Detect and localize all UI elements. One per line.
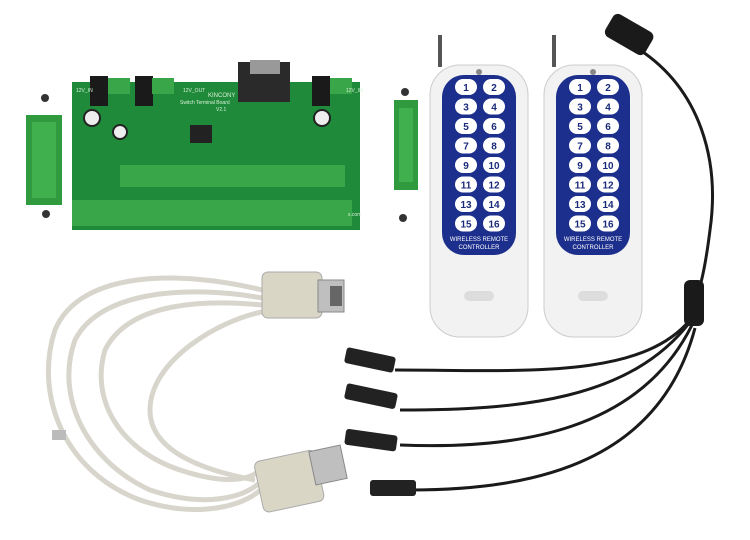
screw bbox=[399, 214, 407, 222]
db9-connector-bottom bbox=[254, 444, 348, 513]
remote-key-8[interactable]: 8 bbox=[483, 137, 505, 154]
remote-label-line2: CONTROLLER bbox=[572, 245, 614, 251]
key-label: 1 bbox=[463, 83, 469, 94]
remote-key-14[interactable]: 14 bbox=[597, 196, 619, 212]
remote-key-1[interactable]: 1 bbox=[455, 79, 477, 95]
remote-key-14[interactable]: 14 bbox=[483, 196, 505, 212]
remote-key-9[interactable]: 9 bbox=[569, 157, 591, 173]
remote-key-4[interactable]: 4 bbox=[483, 98, 505, 115]
remote-key-2[interactable]: 2 bbox=[483, 79, 505, 95]
remote-label-line2: CONTROLLER bbox=[458, 245, 500, 251]
remote-key-16[interactable]: 16 bbox=[597, 215, 619, 232]
remote-key-4[interactable]: 4 bbox=[597, 98, 619, 115]
din-rail-clip-right bbox=[394, 100, 418, 190]
key-label: 12 bbox=[488, 181, 500, 192]
key-label: 5 bbox=[463, 122, 469, 133]
remote-key-2[interactable]: 2 bbox=[597, 79, 619, 95]
splitter-junction bbox=[684, 280, 704, 326]
key-label: 1 bbox=[577, 83, 583, 94]
remote-key-10[interactable]: 10 bbox=[597, 157, 619, 173]
key-label: 11 bbox=[575, 181, 586, 192]
remote-key-11[interactable]: 11 bbox=[569, 176, 591, 193]
remote-key-15[interactable]: 15 bbox=[455, 215, 477, 232]
key-label: 16 bbox=[488, 220, 500, 231]
key-label: 15 bbox=[460, 220, 472, 231]
key-label: 2 bbox=[605, 83, 611, 94]
remote-key-16[interactable]: 16 bbox=[483, 215, 505, 232]
screw bbox=[41, 94, 49, 102]
board-label-12v-in-right: 12V_IN bbox=[346, 88, 363, 94]
remote-key-6[interactable]: 6 bbox=[597, 118, 619, 134]
remote-key-15[interactable]: 15 bbox=[569, 215, 591, 232]
led-indicator bbox=[590, 69, 596, 75]
key-label: 5 bbox=[577, 122, 583, 133]
remote-key-7[interactable]: 7 bbox=[455, 137, 477, 154]
board-brand: KINCONY bbox=[208, 93, 235, 99]
remote-key-5[interactable]: 5 bbox=[455, 118, 477, 134]
key-label: 6 bbox=[605, 122, 611, 133]
key-label: 9 bbox=[463, 161, 469, 172]
remote-key-12[interactable]: 12 bbox=[483, 176, 505, 193]
key-label: 12 bbox=[602, 181, 614, 192]
remote-label-line1: WIRELESS REMOTE bbox=[450, 237, 508, 243]
remote-key-6[interactable]: 6 bbox=[483, 118, 505, 134]
key-label: 10 bbox=[488, 161, 500, 172]
key-label: 13 bbox=[460, 200, 472, 211]
remote-label-line1: WIRELESS REMOTE bbox=[564, 237, 622, 243]
key-label: 15 bbox=[574, 220, 586, 231]
remote-key-13[interactable]: 13 bbox=[569, 196, 591, 212]
board-url: x.com bbox=[348, 212, 361, 218]
remote-key-13[interactable]: 13 bbox=[455, 196, 477, 212]
key-label: 8 bbox=[491, 142, 497, 153]
key-label: 16 bbox=[602, 220, 614, 231]
remote-key-3[interactable]: 3 bbox=[455, 98, 477, 115]
key-label: 14 bbox=[602, 200, 614, 211]
remote-key-11[interactable]: 11 bbox=[455, 176, 477, 193]
remote-key-12[interactable]: 12 bbox=[597, 176, 619, 193]
cable-tie bbox=[52, 430, 66, 440]
remote-key-8[interactable]: 8 bbox=[597, 137, 619, 154]
board-version: V2.1 bbox=[216, 107, 227, 113]
board-name: Switch Terminal Board bbox=[180, 100, 230, 106]
key-label: 3 bbox=[463, 103, 469, 114]
key-label: 14 bbox=[488, 200, 500, 211]
remote-key-3[interactable]: 3 bbox=[569, 98, 591, 115]
key-label: 2 bbox=[491, 83, 497, 94]
key-label: 7 bbox=[577, 142, 583, 153]
antenna bbox=[438, 35, 442, 67]
remote-key-1[interactable]: 1 bbox=[569, 79, 591, 95]
din-rail-clip-left bbox=[26, 115, 62, 205]
serial-cable bbox=[46, 275, 267, 512]
db9-connector-top bbox=[261, 271, 345, 319]
remote-key-5[interactable]: 5 bbox=[569, 118, 591, 134]
key-label: 10 bbox=[602, 161, 614, 172]
board-label-12v-out: 12V_OUT bbox=[183, 88, 205, 94]
key-label: 8 bbox=[605, 142, 611, 153]
led-indicator bbox=[476, 69, 482, 75]
antenna bbox=[552, 35, 556, 67]
key-label: 3 bbox=[577, 103, 583, 114]
key-label: 9 bbox=[577, 161, 583, 172]
key-label: 4 bbox=[491, 103, 497, 114]
remote-key-7[interactable]: 7 bbox=[569, 137, 591, 154]
key-label: 6 bbox=[491, 122, 497, 133]
key-label: 7 bbox=[463, 142, 469, 153]
key-label: 13 bbox=[574, 200, 586, 211]
kincony-switch-terminal-board: 12V_IN 12V_OUT KINCONY Switch Terminal B… bbox=[72, 60, 363, 230]
key-label: 4 bbox=[605, 103, 611, 114]
dc-female-jack bbox=[604, 13, 654, 56]
board-label-12v-in: 12V_IN bbox=[76, 88, 93, 94]
remote-key-9[interactable]: 9 bbox=[455, 157, 477, 173]
remote-key-10[interactable]: 10 bbox=[483, 157, 505, 173]
key-label: 11 bbox=[461, 181, 472, 192]
screw bbox=[401, 88, 409, 96]
dc-male-plugs bbox=[344, 347, 416, 496]
screw bbox=[42, 210, 50, 218]
